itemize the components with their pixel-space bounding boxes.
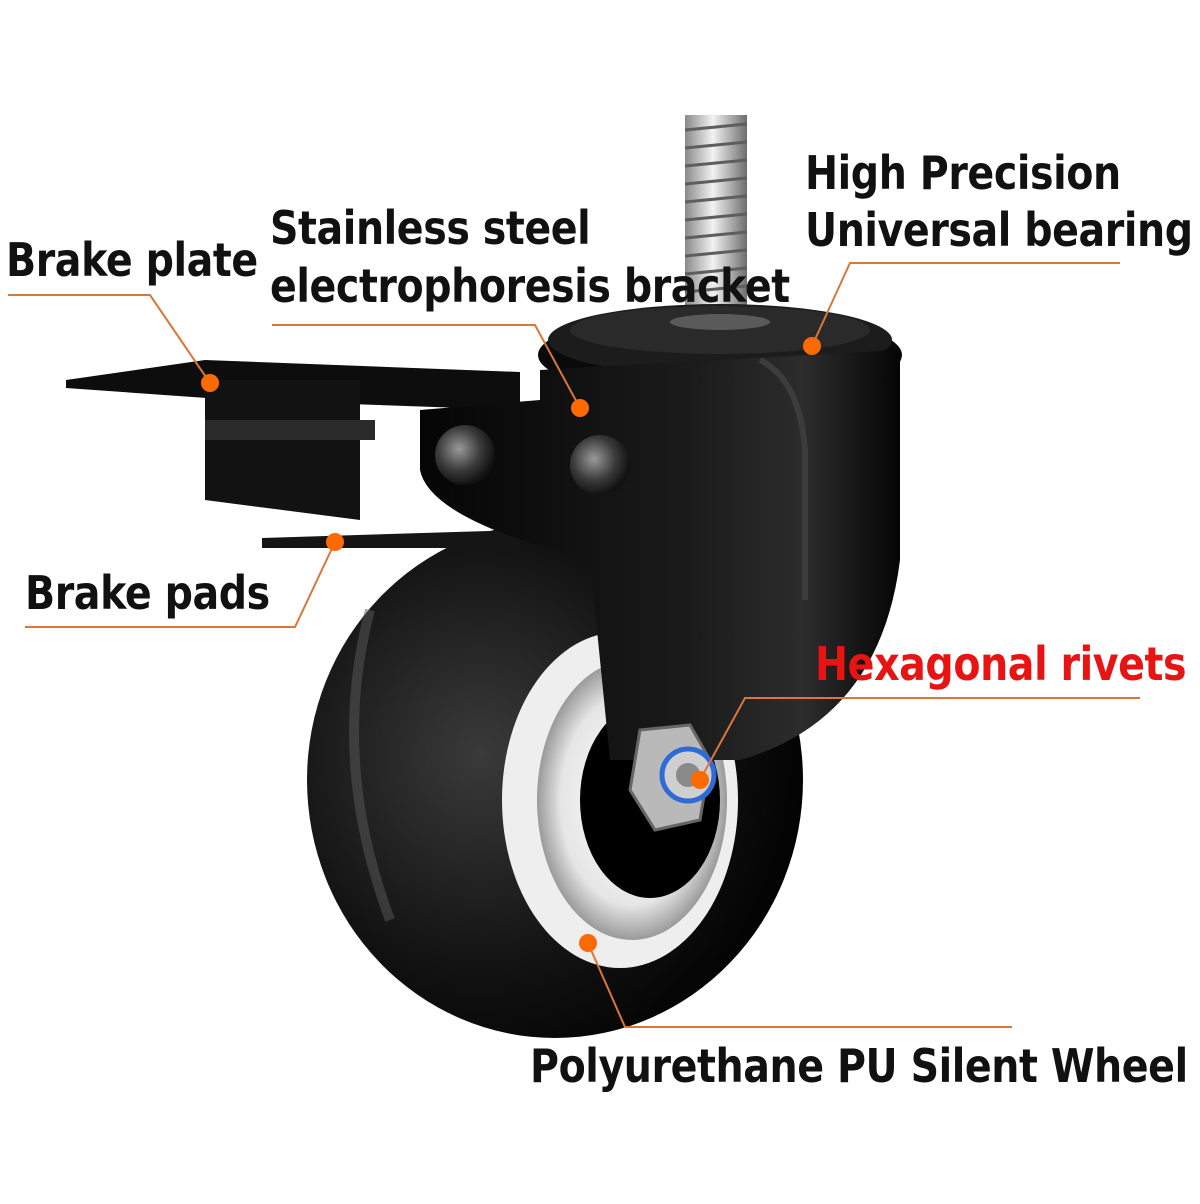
brake-plate xyxy=(66,360,520,548)
brake-plate-leader xyxy=(8,294,211,384)
wheel-leader xyxy=(587,942,1012,1028)
label-brake-pads: Brake pads xyxy=(25,566,270,620)
brake-pads-dot xyxy=(326,533,344,551)
bracket xyxy=(420,350,900,760)
label-brake-plate: Brake plate xyxy=(6,233,258,287)
bearing-dot xyxy=(803,337,821,355)
callout-lines xyxy=(8,262,1140,1028)
bearing-leader xyxy=(811,262,1120,347)
rivets-leader xyxy=(699,697,1140,781)
threaded-stem xyxy=(684,115,748,330)
brake-pads-leader xyxy=(25,541,336,628)
label-pu-wheel: Polyurethane PU Silent Wheel xyxy=(530,1039,1188,1093)
label-hexagonal-rivets: Hexagonal rivets xyxy=(815,637,1187,691)
label-bearing-line2: Universal bearing xyxy=(805,203,1193,257)
label-bracket-line1: Stainless steel xyxy=(270,201,591,255)
brake-plate-dot xyxy=(201,374,219,392)
axle-nut xyxy=(628,723,717,832)
label-bearing-line1: High Precision xyxy=(805,146,1121,200)
bracket-dot xyxy=(571,399,589,417)
wheel-dot xyxy=(579,934,597,952)
label-bracket-line2: electrophoresis bracket xyxy=(270,259,790,313)
callout-dots xyxy=(201,337,821,952)
bracket-leader xyxy=(272,324,581,409)
rivets-dot xyxy=(691,771,709,789)
